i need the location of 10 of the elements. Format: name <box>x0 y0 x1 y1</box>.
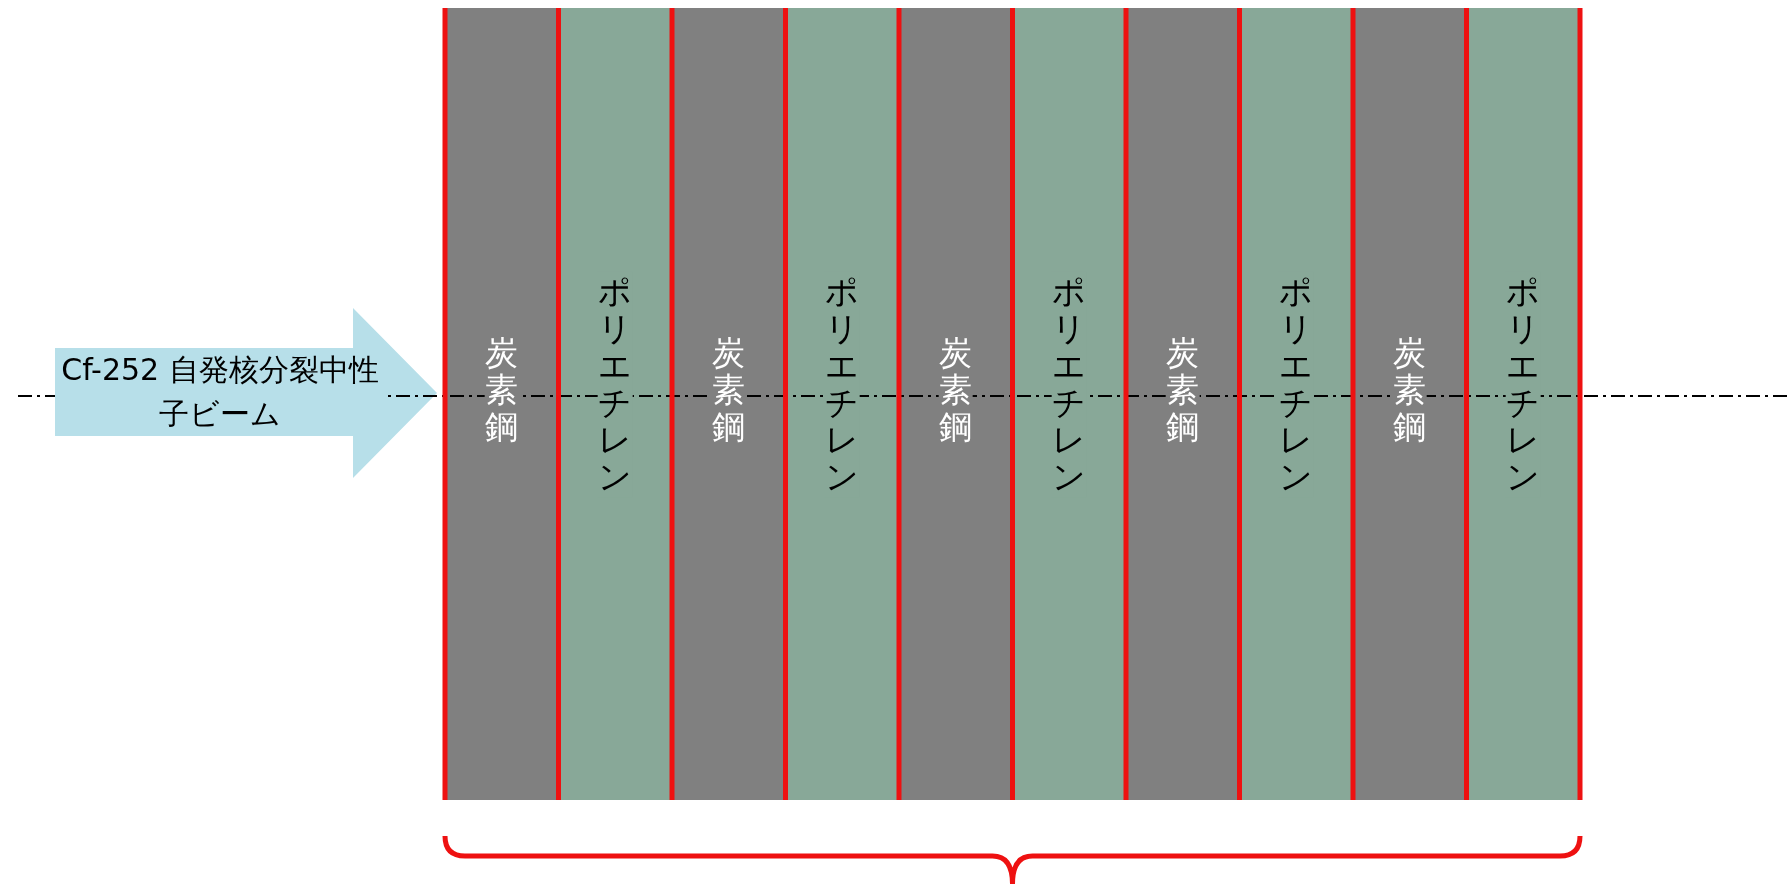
layer-band <box>1466 8 1580 800</box>
layer-band <box>672 8 786 800</box>
layer-band <box>558 8 672 800</box>
layer-band <box>1353 8 1467 800</box>
layer-band <box>1012 8 1126 800</box>
layer-band <box>1239 8 1353 800</box>
layer-band <box>899 8 1013 800</box>
layer-band <box>785 8 899 800</box>
layer-band <box>1126 8 1240 800</box>
layer-band <box>445 8 559 800</box>
